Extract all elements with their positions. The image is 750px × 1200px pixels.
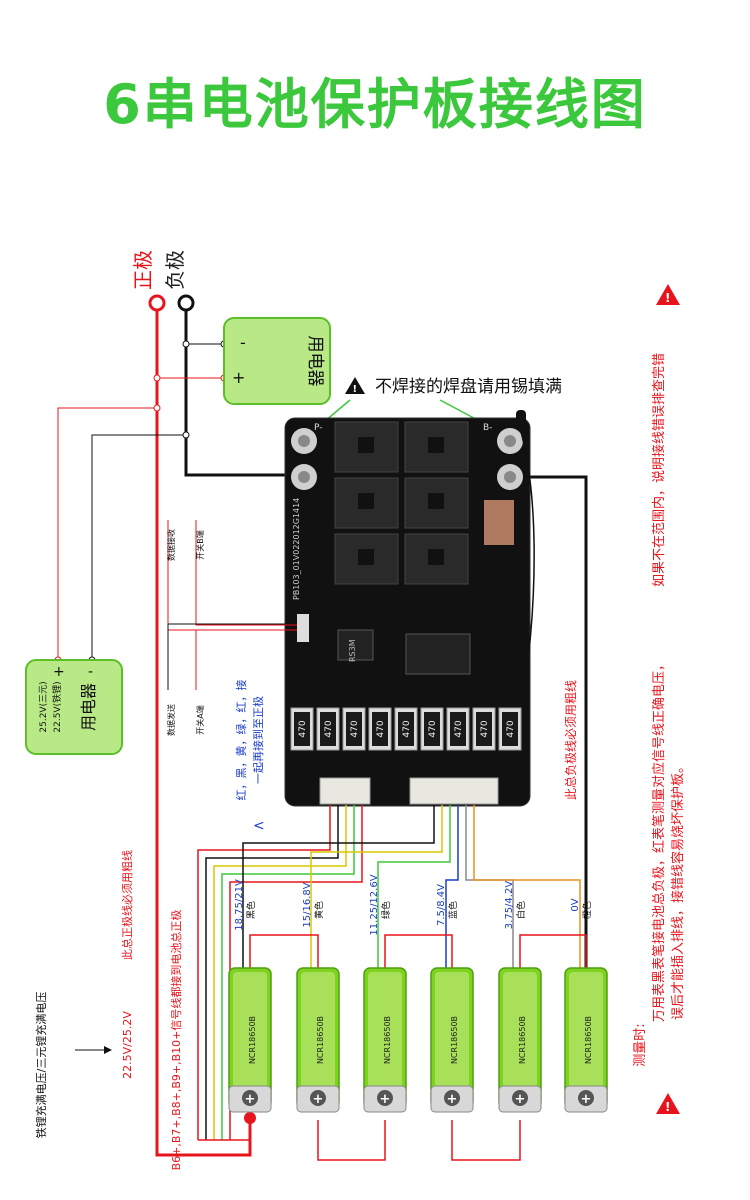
full-voltage-desc: 铁锂充满电压/三元锂充满电压 (34, 992, 48, 1139)
resistor: 470 (472, 707, 496, 751)
positive-wire-note: 此总正极线必须用粗线 (120, 850, 134, 960)
cell-wire-color: 绿色 (380, 901, 392, 919)
load-left-label: 用电器 (79, 683, 98, 731)
resistor: 470 (342, 707, 366, 751)
svg-text:!: ! (665, 291, 670, 305)
positive-terminal (148, 294, 166, 312)
cell-model: NCR18650B (518, 1016, 527, 1064)
svg-text:P-: P- (314, 423, 322, 433)
svg-text:PB103_01V022012G1414: PB103_01V022012G1414 (292, 498, 301, 600)
svg-text:+: + (447, 1092, 458, 1107)
battery-cell: + NCR18650B (296, 967, 340, 1113)
svg-text:+: + (515, 1092, 526, 1107)
signal-wire-note: B6+,B7+,B8+,B9+,B10+信号线都接到电池总正极 (169, 910, 183, 1171)
svg-text:+: + (53, 664, 65, 680)
measure-line2: 如果不在范围内，说明接线错误排查完错 (651, 353, 667, 587)
cell-model: NCR18650B (584, 1016, 593, 1064)
main-positive-wire (155, 310, 252, 1157)
svg-text:!: ! (353, 384, 358, 395)
resistor: 470 (394, 707, 418, 751)
full-voltage: 22.5V/25.2V (121, 1011, 134, 1079)
resistor-value: 470 (324, 720, 334, 737)
battery-cell: + NCR18650B (430, 967, 474, 1113)
conn-label-data-recv: 数据接收 (166, 529, 176, 561)
negative-terminal (177, 294, 195, 312)
negative-terminal-label: 负极 (163, 250, 187, 290)
svg-text:-: - (240, 333, 246, 352)
warning-triangle-icon-top (656, 284, 680, 305)
cell-model: NCR18650B (450, 1016, 459, 1064)
cell-model: NCR18650B (248, 1016, 257, 1064)
svg-text:RS3M: RS3M (348, 639, 357, 662)
cell-model: NCR18650B (316, 1016, 325, 1064)
svg-text:+: + (245, 1092, 256, 1107)
svg-text:+: + (313, 1092, 324, 1107)
resistor: 470 (316, 707, 340, 751)
cell-wire-color: 蓝色 (447, 901, 459, 919)
svg-text:+: + (232, 368, 245, 387)
battery-cell: + NCR18650B (564, 967, 608, 1113)
cell-wire-color: 白色 (515, 901, 527, 919)
cell-voltage: 3.75/4.2V (504, 881, 515, 930)
resistor-value: 470 (350, 720, 360, 737)
battery-cell: + NCR18650B (228, 967, 272, 1113)
svg-text:-: - (88, 664, 93, 680)
load-left-v1: 25.2V(三元) (39, 681, 49, 732)
resistor-value: 470 (428, 720, 438, 737)
load-left-v2: 22.5V(铁锂) (51, 681, 63, 732)
svg-text:<: < (253, 818, 265, 834)
cell-wire-color: 橙色 (581, 901, 593, 919)
cell-wire-color: 黑色 (245, 901, 257, 919)
conn-label-data-send: 数据发送 (166, 704, 176, 736)
svg-text:+: + (581, 1092, 592, 1107)
resistor-value: 470 (402, 720, 412, 737)
svg-text:+: + (380, 1092, 391, 1107)
cell-voltage: 0V (570, 898, 581, 911)
positive-terminal-label: 正极 (131, 250, 155, 290)
cell-wire-color: 黄色 (313, 901, 325, 919)
svg-text:!: ! (665, 1100, 670, 1114)
resistor: 470 (420, 707, 444, 751)
measure-title: 测量时: (633, 1023, 648, 1066)
resistor-value: 470 (480, 720, 490, 737)
resistor: 470 (290, 707, 314, 751)
load-top-label: 用电器 (305, 336, 325, 387)
cell-voltage: 7.5/8.4V (436, 884, 447, 926)
resistor: 470 (498, 707, 522, 751)
warning-triangle-icon-bottom (656, 1093, 680, 1114)
warning-pad-text: 不焊接的焊盘请用锡填满 (375, 377, 562, 397)
load-top-box (223, 317, 331, 405)
warning-triangle-icon (345, 377, 365, 394)
cell-model: NCR18650B (383, 1016, 392, 1064)
main-negative-wire (184, 310, 298, 477)
battery-cell: + NCR18650B (498, 967, 542, 1113)
svg-text:B-: B- (483, 423, 492, 433)
page-title: 6串电池保护板接线图 (103, 73, 647, 136)
load-left-minus-wire (91, 434, 186, 660)
conn-label-switch-a: 开关A端 (195, 705, 205, 734)
resistor-value: 470 (506, 720, 516, 737)
resistor-value: 470 (454, 720, 464, 737)
resistor: 470 (368, 707, 392, 751)
load-left-plus-wire (57, 407, 157, 660)
resistor: 470 (446, 707, 470, 751)
cell-voltage: 11.25/12.6V (369, 874, 380, 935)
resistor-value: 470 (298, 720, 308, 737)
wire-note-line1: 红，黑，黄，绿，红，接 (234, 680, 248, 801)
b-minus-wire (512, 475, 588, 968)
conn-label-switch-b: 开关B端 (195, 530, 205, 560)
negative-wire-note: 此总负极线必须用粗线 (564, 680, 578, 800)
cell-voltage: 18.75/21V (234, 879, 245, 931)
load-left-box (25, 659, 123, 755)
resistor-row: 470 470 470 470 470 470 470 470 470 (290, 707, 522, 751)
battery-cell: + NCR18650B (363, 967, 407, 1113)
resistor-value: 470 (376, 720, 386, 737)
measure-line3: 误后才能插入排线，接错线容易烧坏保护板。 (670, 760, 686, 1020)
wire-note-line2: 一起再接到至正极 (251, 696, 265, 784)
cell-voltage: 15/16.8V (302, 882, 313, 927)
measure-line1: 万用表黑表笔接电池总负极，红表笔测量对应信号线正确电压， (651, 658, 667, 1022)
